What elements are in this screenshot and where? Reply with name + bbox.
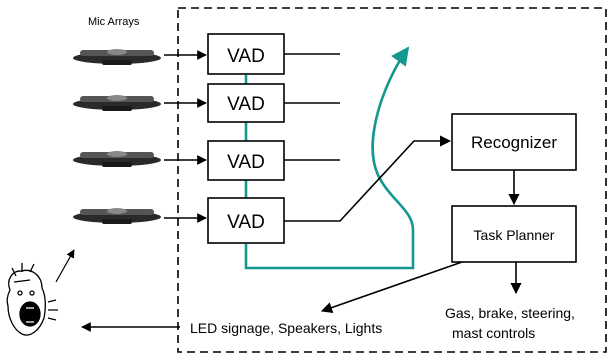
vad-label: VAD xyxy=(227,94,265,115)
vad-label: VAD xyxy=(227,152,265,173)
planner-to-signage-arrow xyxy=(320,261,463,313)
signage-output-label: LED signage, Speakers, Lights xyxy=(190,320,382,336)
system-boundary xyxy=(177,7,607,353)
microphone-array-icon xyxy=(73,49,161,65)
task-planner-label: Task Planner xyxy=(474,227,555,243)
person-to-mic-arrow xyxy=(55,249,75,283)
controls-output-label: Gas, brake, steering, xyxy=(445,305,575,321)
vad-label: VAD xyxy=(227,212,265,233)
vad-label: VAD xyxy=(227,46,265,67)
microphone-array-icon xyxy=(73,95,161,111)
mic-arrays-label: Mic Arrays xyxy=(88,16,140,28)
vad-to-recognizer-arrow xyxy=(284,135,452,222)
recognizer-label: Recognizer xyxy=(471,133,557,152)
vad-selection-curve xyxy=(244,48,413,270)
vad-box: VAD xyxy=(207,197,285,244)
microphone-array-icon xyxy=(73,208,161,224)
vad-box: VAD xyxy=(207,83,285,123)
controls-output-label-2: mast controls xyxy=(452,325,535,341)
vad-box: VAD xyxy=(207,140,285,181)
task-planner-box: Task Planner xyxy=(451,205,577,263)
shouting-person-icon xyxy=(6,263,58,336)
recognizer-box: Recognizer xyxy=(451,113,577,171)
microphone-array-icon xyxy=(73,151,161,167)
vad-box: VAD xyxy=(207,33,285,75)
